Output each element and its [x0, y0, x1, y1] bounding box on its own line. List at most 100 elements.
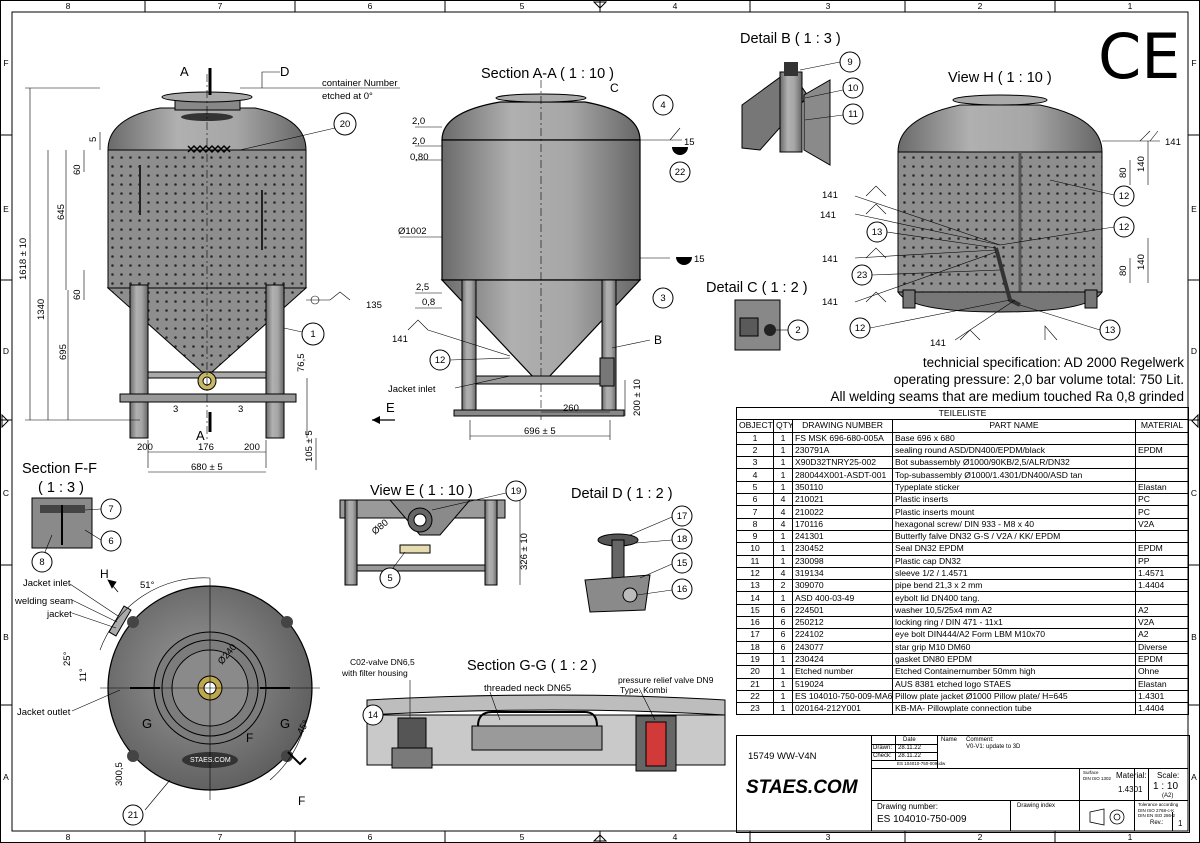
callout-20: 20: [340, 119, 351, 130]
arrow-e-label: E: [386, 400, 395, 415]
dim: 2,5: [416, 282, 429, 293]
row-label: C: [1191, 488, 1197, 498]
bom-material: A2: [1134, 603, 1190, 618]
callout-8: 8: [39, 557, 44, 568]
callout-6: 6: [108, 536, 113, 547]
callout-12: 12: [1119, 191, 1130, 202]
comment-label: Comment:: [966, 737, 994, 743]
co2-valve-label: with filter housing: [341, 668, 408, 678]
dim: 176: [198, 442, 214, 453]
detail-b-title: Detail B ( 1 : 3 ): [740, 31, 841, 47]
bom-drawing-number: Etched number: [792, 665, 893, 679]
dim: 11°: [78, 668, 89, 682]
bom-qty: 2: [773, 579, 793, 593]
bom-qty: 1: [773, 665, 793, 679]
spec-line: technicial specification: AD 2000 Regelw…: [922, 355, 1184, 370]
container-number-note: etched at 0°: [322, 91, 373, 102]
view-e-title: View E ( 1 : 10 ): [370, 483, 473, 499]
section-ff-title: Section F-F: [22, 461, 97, 477]
bom-object: 8: [736, 517, 774, 531]
bom-object: 19: [736, 652, 774, 667]
bom-material: [1134, 468, 1190, 482]
section-g-label: G: [142, 716, 152, 731]
bom-qty: 6: [773, 603, 793, 618]
callout-12: 12: [855, 323, 866, 334]
dim: 5: [88, 137, 99, 142]
bom-material: PC: [1134, 505, 1190, 519]
section-gg-labels: Section G-G ( 1 : 2 ) C02-valve DN6,5 wi…: [341, 657, 714, 720]
section-ff-labels: Section F-F ( 1 : 3 ) 7 6 8: [22, 461, 114, 568]
check-date: 28.11.22: [898, 753, 921, 759]
callout-5: 5: [387, 573, 392, 584]
jacket-inlet-label: Jacket inlet: [23, 578, 71, 589]
bom-part-name: gasket DN80 EPDM: [892, 652, 1136, 667]
date-label: Date: [903, 737, 916, 743]
row-label: A: [1191, 772, 1197, 782]
bom-part-name: locking ring / DIN 471 - 11x1: [892, 616, 1136, 630]
detail-c-view: [734, 299, 809, 351]
dim: 60: [72, 164, 83, 175]
row-label: B: [1191, 632, 1197, 642]
dim: 680 ± 5: [191, 462, 223, 473]
bom-object: 21: [736, 677, 774, 691]
parts-list-title: TEILELISTE: [735, 406, 1190, 421]
co2-valve-label: C02-valve DN6,5: [350, 657, 415, 667]
bom-material: EPDM: [1134, 443, 1190, 458]
bom-material: [1134, 431, 1190, 445]
col-label: 3: [826, 1, 831, 11]
bom-drawing-number: 224501: [792, 603, 893, 618]
weld-symbol: 141: [392, 334, 408, 345]
bom-qty: 6: [773, 628, 793, 642]
dim: 696 ± 5: [524, 426, 556, 437]
jacket-label: jacket: [46, 609, 72, 620]
welding-seam-label: welding seam: [14, 596, 73, 607]
bom-object: 18: [736, 640, 774, 654]
drawing-index-label: Drawing index: [1017, 803, 1056, 809]
dim: 25°: [62, 651, 73, 666]
bom-qty: 1: [773, 529, 793, 544]
callout-18: 18: [677, 534, 688, 545]
row-label: D: [1191, 346, 1197, 356]
bom-drawing-number: 230791A: [792, 443, 893, 458]
bom-object: 12: [736, 566, 774, 581]
bom-part-name: KB-MA- Pillowplate connection tube: [892, 702, 1136, 716]
view-h-labels: View H ( 1 : 10 ) 12 12 13 13 12 23 141 …: [820, 70, 1181, 349]
dim: 140: [1136, 156, 1147, 172]
check-label: Check:: [873, 753, 892, 759]
callout-a: A: [180, 64, 189, 79]
bom-drawing-number: 250212: [792, 616, 893, 630]
bom-material: 1.4301: [1134, 689, 1190, 704]
weld-symbol: 141: [822, 190, 838, 201]
dim: 105 ± 5: [304, 430, 315, 462]
dim: 80: [1118, 167, 1129, 178]
detail-b-labels: Detail B ( 1 : 3 ) 9 10 11: [740, 31, 858, 120]
weld-symbol: 15: [694, 254, 705, 265]
bom-qty: 1: [773, 689, 793, 704]
detail-c-title: Detail C ( 1 : 2 ): [706, 280, 808, 296]
bom-drawing-number: 230452: [792, 542, 893, 556]
bom-drawing-number: 020164-212Y001: [792, 702, 893, 716]
bom-qty: 1: [773, 591, 793, 605]
rev-label: Rev.:: [1150, 820, 1164, 826]
bom-material: Ohne: [1134, 665, 1190, 679]
callout-11: 11: [848, 109, 858, 120]
bom-drawing-number: 170116: [792, 517, 893, 531]
parts-list-table: TEILELISTE OBJECT QTY DRAWING NUMBER PAR…: [735, 406, 1190, 716]
weld-symbol: 141: [820, 210, 836, 221]
bom-drawing-number: 224102: [792, 628, 893, 642]
bom-material: EPDM: [1134, 542, 1190, 556]
name-label: Name: [941, 737, 958, 743]
dim: 80: [1118, 265, 1129, 276]
bom-drawing-number: 319134: [792, 566, 893, 581]
bom-part-name: Base 696 x 680: [892, 431, 1136, 445]
company-logo: STAES.COM: [746, 777, 858, 798]
bom-material: PC: [1134, 493, 1190, 507]
sheet-number: 1: [1178, 819, 1183, 828]
